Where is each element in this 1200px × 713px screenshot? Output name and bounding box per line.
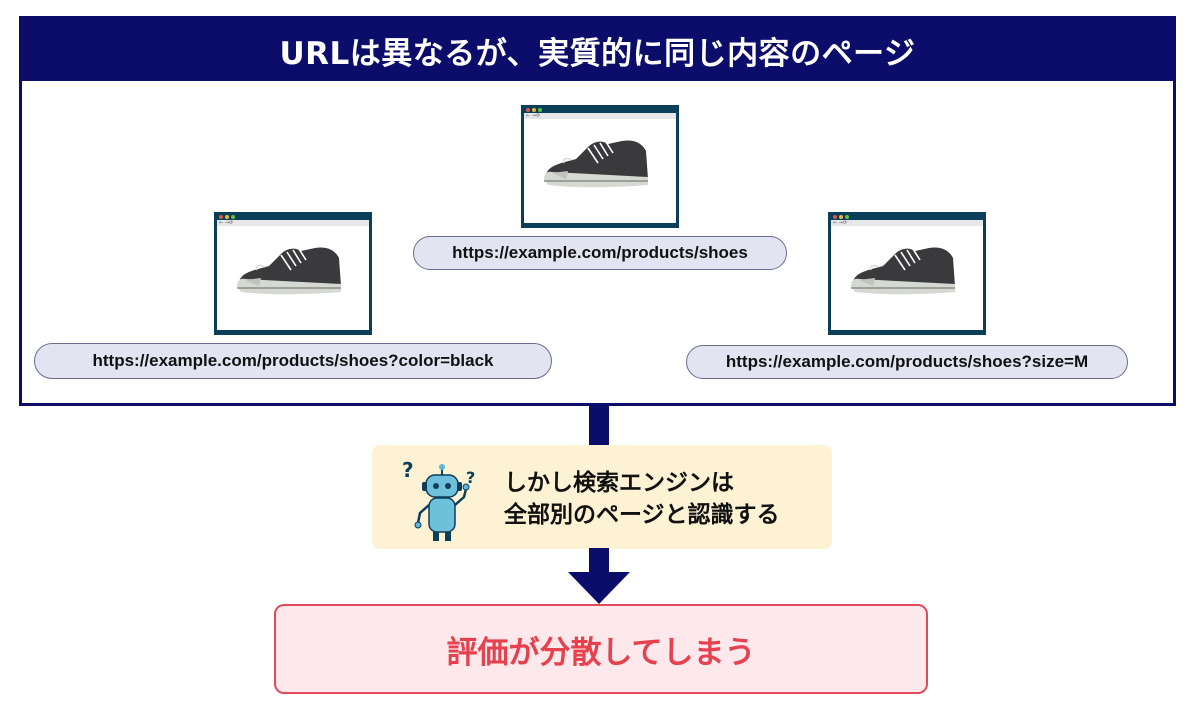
window-chrome [214,212,372,220]
close-dot-icon [219,215,223,219]
confused-robot-icon: ? ? [402,458,475,541]
browser-window-center: ← →⟳ [521,105,679,228]
address-bar: ← →⟳ [217,220,369,226]
url-label-center: https://example.com/products/shoes [413,236,787,270]
nav-buttons-icon: ← →⟳ [833,220,848,226]
close-dot-icon [833,215,837,219]
close-dot-icon [526,108,530,112]
minimize-dot-icon [532,108,536,112]
duplicate-pages-panel: URLは異なるが、実質的に同じ内容のページ [19,16,1176,406]
search-engine-note: ? ? しかし検索エンジンは 全部別のページと認識する [372,445,832,549]
window-chrome [828,212,986,220]
address-bar: ← →⟳ [524,113,676,119]
window-chrome [521,105,679,113]
svg-text:?: ? [466,468,475,487]
minimize-dot-icon [839,215,843,219]
maximize-dot-icon [845,215,849,219]
note-line-1: しかし検索エンジンは [504,470,734,496]
url-label-left: https://example.com/products/shoes?color… [34,343,552,379]
maximize-dot-icon [231,215,235,219]
browser-viewport [524,119,676,223]
browser-viewport [831,226,983,330]
note-text: しかし検索エンジンは 全部別のページと認識する [504,467,780,531]
sneaker-icon [851,247,955,295]
maximize-dot-icon [538,108,542,112]
url-label-right: https://example.com/products/shoes?size=… [686,345,1128,379]
browser-viewport [217,226,369,330]
minimize-dot-icon [225,215,229,219]
browser-window-right: ← →⟳ [828,212,986,335]
connector-line [589,406,609,446]
sneaker-icon [237,247,341,295]
sneaker-icon [544,140,648,188]
panel-title: URLは異なるが、実質的に同じ内容のページ [22,19,1173,81]
down-arrow-icon [568,548,630,604]
result-box: 評価が分散してしまう [274,604,928,694]
browser-window-left: ← →⟳ [214,212,372,335]
address-bar: ← →⟳ [831,220,983,226]
svg-text:?: ? [402,458,414,482]
nav-buttons-icon: ← →⟳ [219,220,234,226]
note-line-2: 全部別のページと認識する [504,502,780,528]
nav-buttons-icon: ← →⟳ [526,113,541,119]
